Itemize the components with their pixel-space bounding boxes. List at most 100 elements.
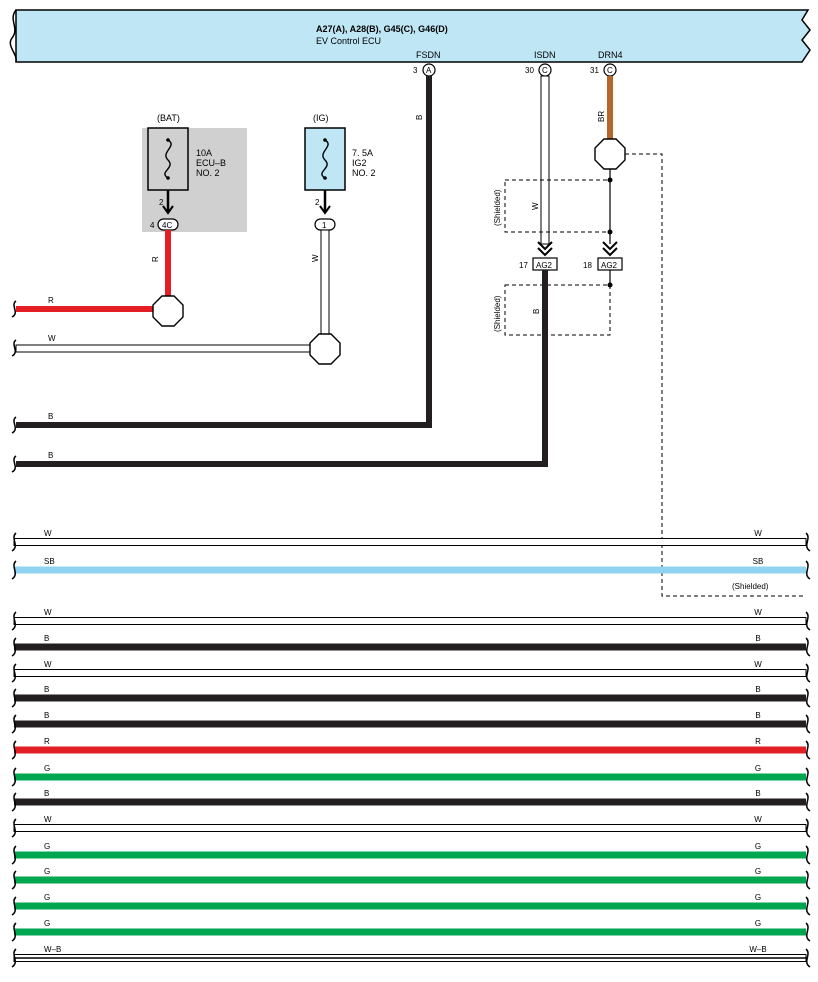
wire-break-icon	[11, 339, 17, 357]
wire-break-icon	[805, 637, 811, 657]
wire-break-icon	[805, 663, 811, 683]
wire-break-icon	[805, 532, 811, 552]
wire-color-label: W–B	[749, 945, 766, 954]
wire-color-label: G	[755, 893, 761, 902]
pin-signal-label: DRN4	[598, 50, 623, 60]
wire-segment	[540, 75, 550, 245]
pin-connector-id: C	[607, 66, 613, 75]
wire-color-label: W	[754, 608, 762, 617]
connector-name: AG2	[536, 261, 553, 270]
bus-wire: W–B W–B	[11, 945, 811, 968]
pin-number: 30	[525, 66, 534, 75]
wire-segment	[320, 229, 330, 337]
splice-point-icon	[309, 333, 341, 365]
fuse-rating: 10A	[196, 148, 212, 158]
wire-color-label: W	[44, 529, 52, 538]
wire-color-label: W–B	[44, 945, 61, 954]
wire-color-label: W	[44, 608, 52, 617]
fuse-pin: 2	[159, 198, 164, 207]
fuse-supply-label: (IG)	[313, 113, 329, 123]
wire-break-icon	[805, 688, 811, 708]
wire-color-label: W	[754, 815, 762, 824]
wire-color-label: G	[44, 867, 50, 876]
fuse-terminal	[323, 138, 327, 142]
wire-break-icon	[11, 792, 17, 812]
wire-ig-w: W W	[11, 229, 341, 365]
ecu-left-break	[9, 9, 17, 63]
wire-break-icon	[11, 922, 17, 942]
wire-break-icon	[805, 948, 811, 968]
wire-break-icon	[11, 767, 17, 787]
wire-break-icon	[11, 637, 17, 657]
wire-color-label: B	[415, 115, 424, 120]
fuse-bat: (BAT) 10A ECU–B NO. 2 2 4 4C	[142, 113, 247, 232]
wire-break-icon	[11, 740, 17, 760]
shield-outline	[625, 153, 805, 597]
wire-break-icon	[805, 767, 811, 787]
bus-wire: SB SB	[11, 557, 811, 580]
wire-break-icon	[805, 714, 811, 734]
fuse-icon	[321, 139, 329, 179]
wire-color-label: G	[44, 919, 50, 928]
shield-outline	[504, 179, 611, 233]
wire-break-icon	[805, 740, 811, 760]
wire-color-label: SB	[44, 557, 55, 566]
fuse-rating: 7. 5A	[352, 148, 373, 158]
fuse-supply-label: (BAT)	[157, 113, 180, 123]
wire-color-label: W	[44, 660, 52, 669]
shield-node	[607, 177, 613, 183]
wire-color-label: B	[755, 685, 760, 694]
wire-color-label: W	[311, 254, 320, 262]
ecu-pin-fsdn: FSDN 3 A	[413, 50, 441, 77]
fuse-name: IG2	[352, 158, 367, 168]
wire-color-label: G	[44, 764, 50, 773]
fuse-terminal	[323, 176, 327, 180]
wire-color-label: R	[48, 296, 54, 305]
wire-color-label: W	[531, 202, 540, 210]
wire-break-icon	[805, 845, 811, 865]
wire-color-label: B	[44, 634, 49, 643]
wire-break-icon	[11, 663, 17, 683]
wire-drn4-br: BR	[594, 76, 626, 257]
wire-break-icon	[805, 818, 811, 838]
ecu-title: A27(A), A28(B), G45(C), G46(D)	[316, 24, 448, 34]
wire-color-label: W	[754, 529, 762, 538]
wire-break-icon	[805, 611, 811, 631]
wire-color-label: B	[755, 634, 760, 643]
wire-color-label: G	[755, 842, 761, 851]
wire-fsdn-b: B B	[11, 76, 432, 434]
wire-color-label: W	[44, 815, 52, 824]
fuse-number: NO. 2	[196, 168, 220, 178]
wire-color-label: W	[48, 334, 56, 343]
fuse-name: ECU–B	[196, 158, 226, 168]
shield-label: (Shielded)	[732, 582, 769, 591]
ecu-box	[15, 9, 811, 63]
pin-number: 3	[413, 66, 418, 75]
shield-node	[607, 282, 613, 288]
wire-color-label: W	[754, 660, 762, 669]
connector-pin: 17	[519, 261, 528, 270]
shield-lower: (Shielded)	[493, 270, 613, 336]
wire-color-label: R	[151, 256, 160, 262]
fuse-terminal	[166, 176, 170, 180]
wire-color-label: B	[48, 451, 53, 460]
wire-color-label: B	[532, 309, 541, 314]
wire-color-label: B	[755, 789, 760, 798]
wire-color-label: SB	[753, 557, 764, 566]
connector-id: 4C	[162, 221, 172, 230]
ecu-name: EV Control ECU	[316, 36, 381, 46]
wire-segment	[13, 669, 807, 677]
wire-break-icon	[11, 688, 17, 708]
wire-color-label: B	[48, 412, 53, 421]
fuse-number: NO. 2	[352, 168, 376, 178]
